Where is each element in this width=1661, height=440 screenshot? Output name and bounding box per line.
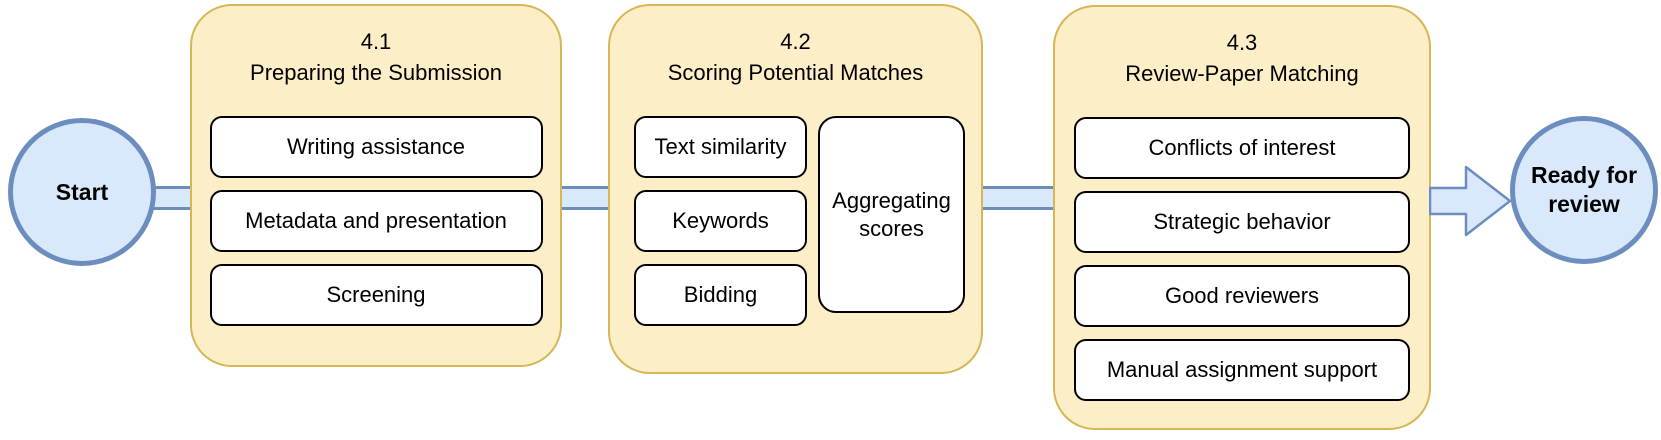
start-node: Start xyxy=(8,118,156,266)
stage-4-2: 4.2 Scoring Potential Matches Text simil… xyxy=(608,4,983,374)
stage-4-3-number: 4.3 xyxy=(1226,30,1258,55)
item-aggregating-scores: Aggregating scores xyxy=(818,116,965,313)
stage-4-1-name: Preparing the Submission xyxy=(250,60,502,85)
item-good-reviewers: Good reviewers xyxy=(1074,265,1410,327)
stage-4-2-title: 4.2 Scoring Potential Matches xyxy=(610,26,981,88)
stage-4-2-number: 4.2 xyxy=(780,29,811,54)
stage-4-3-name: Review-Paper Matching xyxy=(1125,61,1359,86)
stage-4-1-number: 4.1 xyxy=(360,29,392,54)
stage-4-3-title: 4.3 Review-Paper Matching xyxy=(1055,27,1429,89)
stage-4-1-items: Writing assistance Metadata and presenta… xyxy=(192,116,560,326)
end-node: Ready for review xyxy=(1510,116,1658,264)
stage-4-1: 4.1 Preparing the Submission Writing ass… xyxy=(190,4,562,367)
item-manual-assignment-support: Manual assignment support xyxy=(1074,339,1410,401)
item-strategic-behavior: Strategic behavior xyxy=(1074,191,1410,253)
item-writing-assistance: Writing assistance xyxy=(209,116,543,178)
item-keywords: Keywords xyxy=(634,190,807,252)
item-conflicts-of-interest: Conflicts of interest xyxy=(1074,117,1410,179)
connector-stage2-to-stage3 xyxy=(975,186,1065,210)
item-screening: Screening xyxy=(209,264,543,326)
arrow-right-icon xyxy=(1429,165,1512,237)
stage-4-3-items: Conflicts of interest Strategic behavior… xyxy=(1055,117,1429,401)
stage-4-2-name: Scoring Potential Matches xyxy=(667,60,924,85)
item-bidding: Bidding xyxy=(634,264,807,326)
item-metadata-and-presentation: Metadata and presentation xyxy=(209,190,543,252)
stage-4-2-items: Text similarity Keywords Bidding Aggrega… xyxy=(634,116,965,326)
stage-4-3: 4.3 Review-Paper Matching Conflicts of i… xyxy=(1053,5,1431,430)
stage-4-1-title: 4.1 Preparing the Submission xyxy=(192,26,560,88)
start-node-label: Start xyxy=(55,178,109,205)
item-text-similarity: Text similarity xyxy=(634,116,807,178)
end-node-label: Ready for review xyxy=(1530,162,1638,217)
stage-4-2-left-column: Text similarity Keywords Bidding xyxy=(634,116,807,326)
